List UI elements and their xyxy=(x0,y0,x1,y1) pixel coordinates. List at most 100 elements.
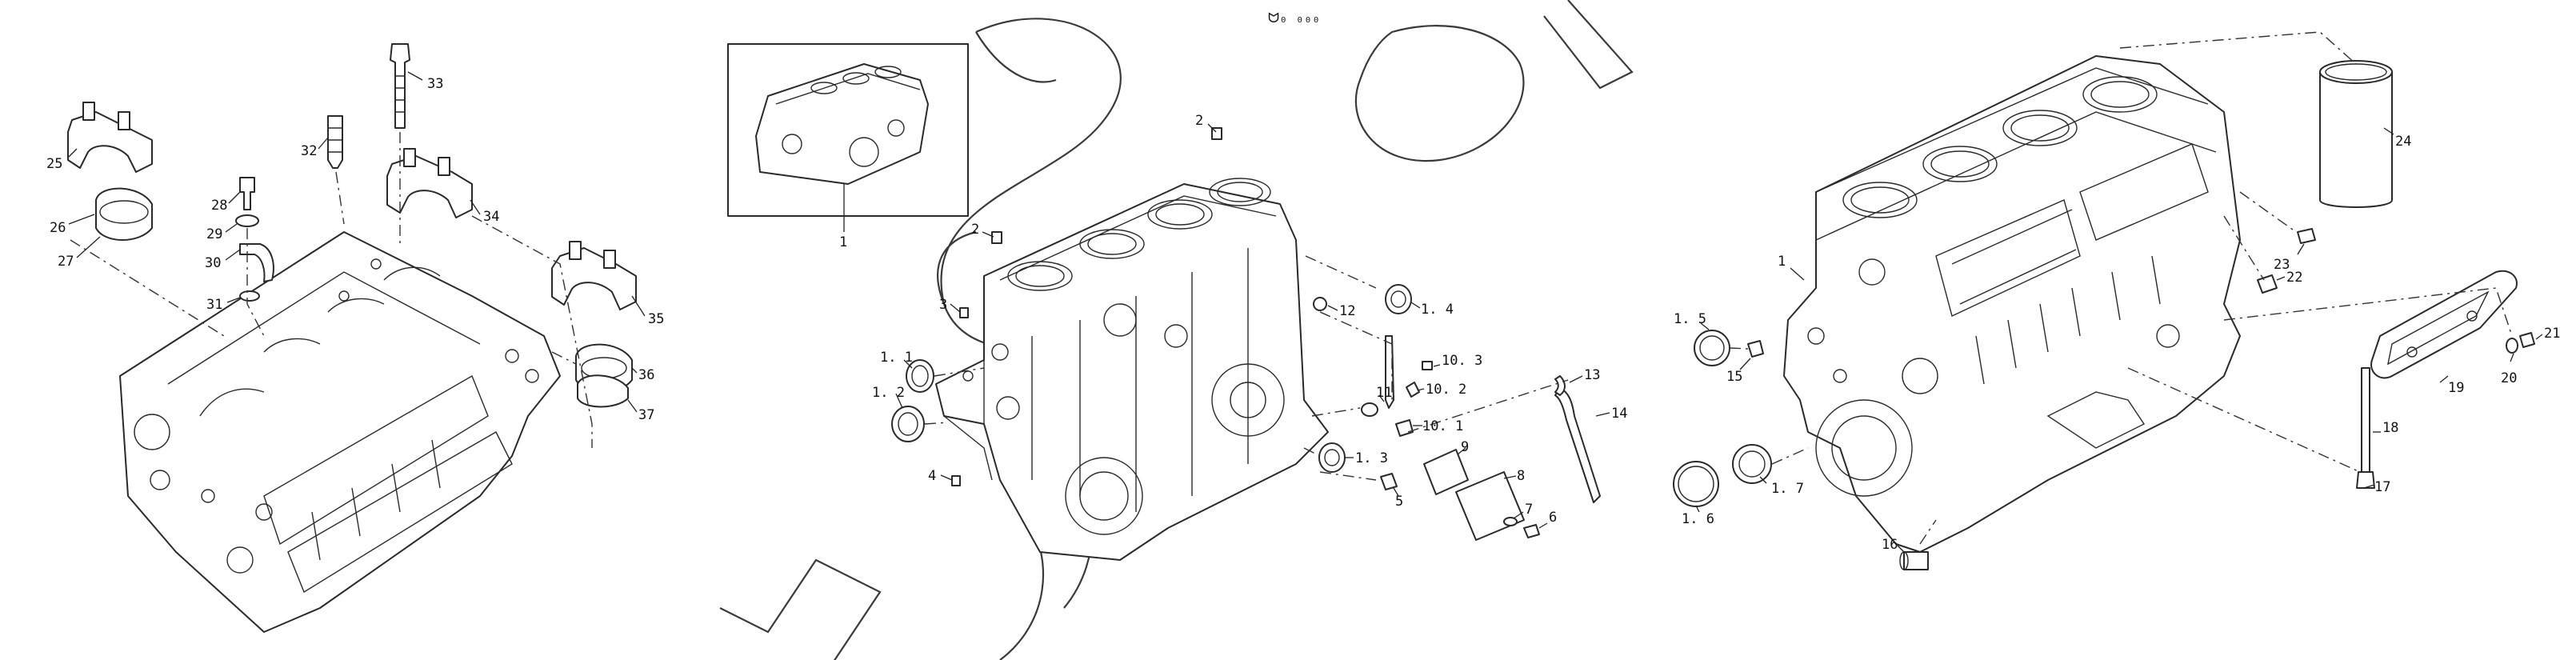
callout-m3: 3 xyxy=(939,297,947,313)
crankcase-block xyxy=(119,231,561,633)
middle-block-group: 1 2 2 3 4 1. 1 1. 2 1. 3 1. 4 5 6 7 8 9 … xyxy=(727,43,1627,561)
callout-37: 37 xyxy=(638,407,654,423)
callout-r16: 16 xyxy=(1882,537,1898,553)
pin-4 xyxy=(951,475,961,486)
bolt-21 xyxy=(2519,332,2535,348)
callout-m11: 11 xyxy=(1376,385,1392,401)
callout-25: 25 xyxy=(46,156,62,172)
oil-jet-30 xyxy=(239,243,274,282)
cover-plate-19 xyxy=(2370,270,2518,379)
callout-26: 26 xyxy=(50,220,66,236)
callout-1-1: 1. 1 xyxy=(880,350,913,366)
bore-3 xyxy=(1147,199,1213,230)
callout-r15: 15 xyxy=(1726,369,1742,385)
callout-27: 27 xyxy=(58,254,74,270)
callout-m8: 8 xyxy=(1517,468,1525,484)
callout-m2b: 2 xyxy=(971,222,979,238)
fitting-22 xyxy=(2257,274,2278,294)
seal-1-6 xyxy=(1673,461,1719,507)
callout-30: 30 xyxy=(205,255,221,271)
oil-tube-13-14 xyxy=(1554,387,1601,503)
bearing-shell-26 xyxy=(95,187,153,241)
callout-m13: 13 xyxy=(1584,367,1600,383)
bearing-shell-37 xyxy=(577,374,629,408)
fitting-23 xyxy=(2297,228,2316,244)
callout-r18: 18 xyxy=(2382,420,2398,436)
callout-r24: 24 xyxy=(2395,134,2411,150)
left-crankcase-group: 25 26 27 28 29 30 31 32 33 34 35 36 37 xyxy=(46,43,664,633)
callout-r1: 1 xyxy=(1778,254,1786,270)
bore-1 xyxy=(1007,261,1073,291)
callout-m1: 1 xyxy=(839,234,847,250)
right-block-group: 1 1. 5 15 1. 6 1. 7 16 17 18 19 20 21 22… xyxy=(1673,31,2560,570)
inset-block-thumbnail xyxy=(755,63,929,185)
callout-r23: 23 xyxy=(2274,257,2290,273)
callout-10-2: 10. 2 xyxy=(1426,382,1466,398)
callout-31: 31 xyxy=(206,297,222,313)
callout-10-3: 10. 3 xyxy=(1442,353,1482,369)
plug-5 xyxy=(1380,473,1398,490)
washer-20 xyxy=(2506,338,2518,354)
bearing-cap-25 xyxy=(67,111,153,173)
callout-m4: 4 xyxy=(928,468,936,484)
bearing-cap-35 xyxy=(551,247,637,310)
callout-r17: 17 xyxy=(2374,479,2390,495)
callout-32: 32 xyxy=(301,143,317,159)
callout-r22: 22 xyxy=(2286,270,2302,286)
callout-36: 36 xyxy=(638,367,654,383)
callout-1-3: 1. 3 xyxy=(1355,450,1388,466)
clip-31 xyxy=(239,290,260,302)
plug-15 xyxy=(1747,340,1764,358)
callout-33: 33 xyxy=(427,76,443,92)
cylinder-block xyxy=(935,183,1329,561)
bearing-cap-34 xyxy=(386,155,473,218)
dipstick-guide-18 xyxy=(2361,367,2370,481)
bore-r4 xyxy=(2082,76,2158,113)
gasket-9 xyxy=(1423,449,1469,495)
callout-r19: 19 xyxy=(2448,380,2464,396)
bolt-28 xyxy=(239,177,255,210)
fitting-10-3 xyxy=(1422,361,1433,370)
dipstick-17 xyxy=(2356,471,2375,489)
callout-m6: 6 xyxy=(1549,510,1557,526)
bore-r1 xyxy=(1842,182,1918,218)
bolt-33 xyxy=(390,43,410,129)
cover-8 xyxy=(1455,471,1525,541)
plug-2b xyxy=(991,231,1002,244)
callout-1-6: 1. 6 xyxy=(1682,511,1714,527)
engine-block-right xyxy=(1783,55,2241,553)
seal-1-2 xyxy=(891,406,925,442)
bolt-6 xyxy=(1523,524,1540,538)
plug-3 xyxy=(959,307,969,318)
callout-1-4: 1. 4 xyxy=(1421,302,1454,318)
callout-m14: 14 xyxy=(1611,406,1627,422)
plug-11b xyxy=(1361,402,1378,417)
seal-1-1 xyxy=(906,359,934,393)
callout-34: 34 xyxy=(483,209,499,225)
bore-4 xyxy=(1209,178,1271,206)
callout-1-2: 1. 2 xyxy=(872,385,905,401)
bore-2 xyxy=(1079,229,1145,259)
callout-m7: 7 xyxy=(1525,502,1533,518)
callout-1-5: 1. 5 xyxy=(1674,311,1706,327)
washer-29 xyxy=(235,214,259,227)
callout-r20: 20 xyxy=(2501,370,2517,386)
seal-1-7 xyxy=(1732,444,1772,484)
fitting-10-1 xyxy=(1395,419,1414,437)
bore-r3 xyxy=(2002,110,2078,146)
callout-28: 28 xyxy=(211,198,227,214)
stud-32 xyxy=(327,115,343,169)
cylinder-liner-24 xyxy=(2319,71,2393,208)
plug-12 xyxy=(1313,297,1327,311)
callout-10-1: 10. 1 xyxy=(1422,418,1463,434)
plug-1-3 xyxy=(1318,442,1346,473)
callout-m5: 5 xyxy=(1395,494,1403,510)
fitting-10-2 xyxy=(1406,382,1420,398)
bore-r2 xyxy=(1922,146,1998,182)
header-mark: ᗢ₀ ₀₀₀ xyxy=(1268,10,1320,26)
callout-1-7: 1. 7 xyxy=(1771,481,1804,497)
callout-m2a: 2 xyxy=(1195,113,1203,129)
callout-m12: 12 xyxy=(1339,303,1355,319)
callout-29: 29 xyxy=(206,226,222,242)
